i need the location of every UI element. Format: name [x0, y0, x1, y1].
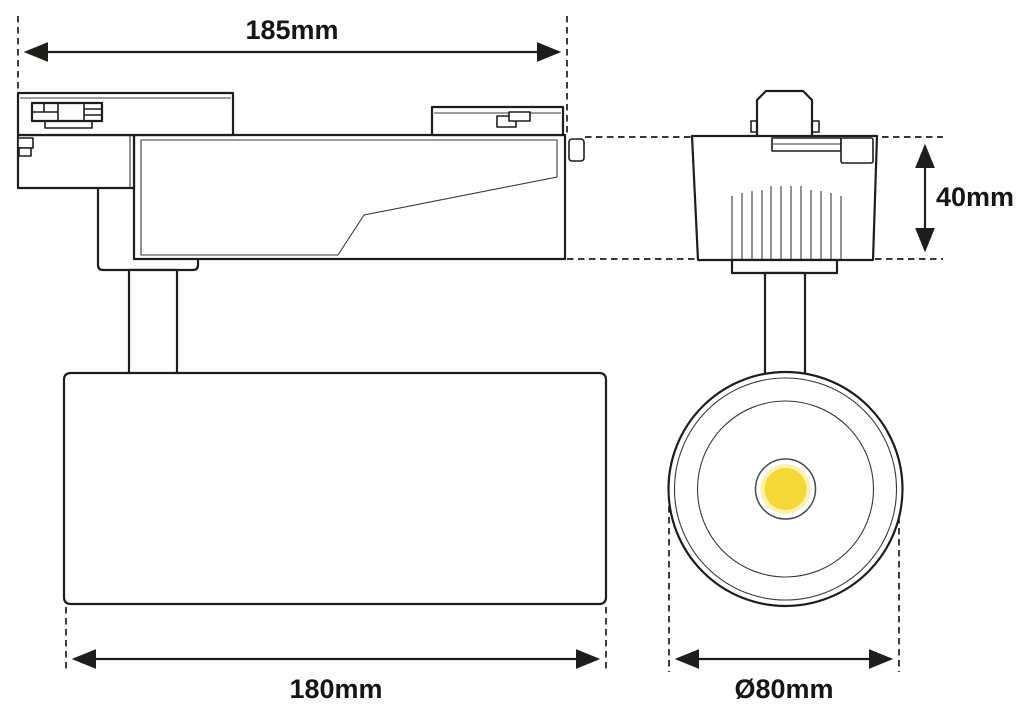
dimension-length-bottom: 180mm [71, 649, 601, 704]
dimension-label-40: 40mm [936, 182, 1014, 212]
track-rail-right [430, 105, 565, 137]
side-latch-step-upper [17, 137, 34, 149]
side-view [16, 91, 608, 606]
adapter-housing [132, 133, 567, 261]
front-stem [763, 271, 807, 378]
heatsink-fins [731, 186, 842, 259]
led-chip [764, 468, 807, 510]
front-corner-box [840, 137, 874, 164]
dimension-diameter: Ø80mm [674, 649, 894, 704]
dimension-width-top: 185mm [23, 15, 562, 62]
dimension-label-185: 185mm [245, 15, 338, 45]
gear-box [16, 133, 136, 190]
contact-clip-right-upper [508, 111, 531, 122]
lamp-body-cylinder [62, 371, 608, 606]
contact-clip-left-detail [32, 103, 102, 121]
front-view [667, 89, 904, 608]
side-latch-step-lower [18, 147, 32, 157]
side-lock-tab [568, 138, 585, 162]
dimension-label-80: Ø80mm [734, 674, 833, 704]
lens-bezel-inner-ring [673, 377, 898, 601]
dimension-label-180: 180mm [289, 674, 382, 704]
reflector-ring [696, 400, 875, 578]
side-stem [127, 268, 179, 377]
track-plug [755, 89, 814, 139]
front-collar [730, 258, 839, 275]
dimension-height-side: 40mm [915, 143, 1014, 253]
adapter-housing-inner-wall [140, 139, 558, 256]
